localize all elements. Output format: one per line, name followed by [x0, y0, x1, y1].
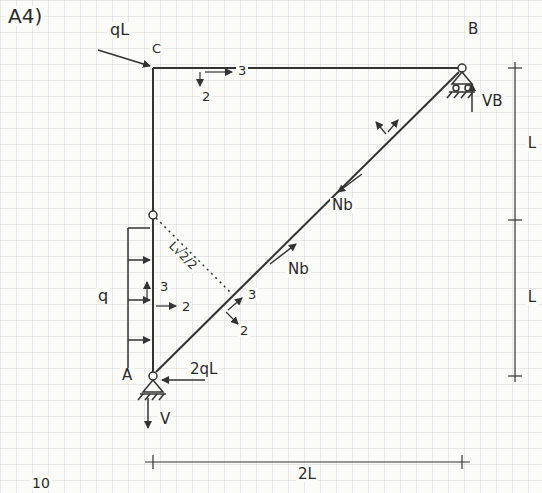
figure-number: A4)	[6, 6, 44, 26]
force-label: Nb	[330, 198, 355, 213]
axis-number: 2	[180, 300, 192, 313]
point-label: B	[466, 22, 480, 37]
pin-support	[138, 372, 166, 400]
reaction-label: V	[158, 412, 172, 427]
axis-number: 3	[158, 280, 170, 293]
axis-number: 2	[200, 90, 212, 103]
load-label: q	[96, 288, 110, 304]
hinge	[149, 211, 157, 219]
dimension-label: 2L	[296, 467, 318, 482]
axis-number: 2	[238, 324, 250, 337]
force-label: qL	[108, 22, 131, 38]
force-label: Nb	[286, 262, 311, 277]
page-number: 10	[30, 476, 52, 490]
load-arrows	[128, 260, 150, 340]
force-label: 2qL	[188, 362, 219, 377]
axis-number: 3	[236, 64, 248, 77]
force-arrows	[98, 50, 472, 428]
dimension-label: L	[526, 290, 538, 305]
point-label: A	[120, 368, 134, 383]
dimension-lines	[145, 62, 522, 469]
roller-support	[447, 64, 475, 98]
frame	[153, 68, 462, 372]
distance-line	[156, 218, 230, 292]
point-label: C	[150, 42, 163, 55]
distributed-load	[128, 228, 150, 372]
dimension-label: L	[526, 136, 538, 151]
axis-number: 3	[246, 288, 258, 301]
local-axes	[147, 72, 398, 324]
reaction-label: VB	[480, 94, 505, 109]
